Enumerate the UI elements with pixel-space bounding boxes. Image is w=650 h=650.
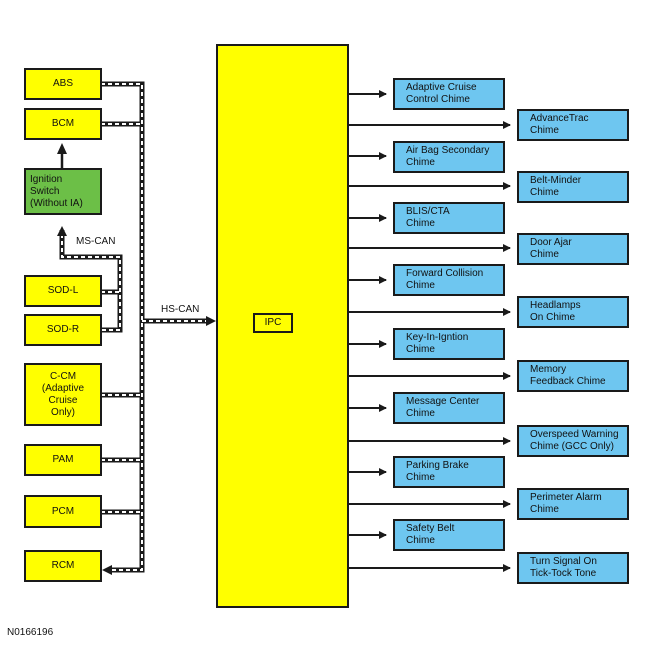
- sod-l-label: SOD-L: [47, 285, 79, 296]
- sod-r-label: SOD-R: [46, 324, 80, 335]
- chime-label: Air Bag Secondary Chime: [406, 145, 490, 168]
- chime-label: Parking Brake Chime: [406, 460, 469, 483]
- rcm-module: RCM: [24, 550, 102, 582]
- ms-can-label: MS-CAN: [76, 236, 116, 247]
- chime-label: Door Ajar Chime: [530, 237, 572, 260]
- chime-box-right: Perimeter Alarm Chime: [517, 488, 629, 520]
- chime-label: Belt-Minder Chime: [530, 175, 582, 198]
- hs-can-label: HS-CAN: [161, 304, 200, 315]
- chime-box-left: Forward Collision Chime: [393, 264, 505, 296]
- pam-label: PAM: [52, 454, 74, 465]
- ignition-switch-module: Ignition Switch (Without IA): [24, 168, 102, 215]
- pcm-module: PCM: [24, 495, 102, 528]
- chime-box-right: Headlamps On Chime: [517, 296, 629, 328]
- bcm-module: BCM: [24, 108, 102, 140]
- ms-can-bus: [57, 226, 123, 333]
- chime-box-left: Safety Belt Chime: [393, 519, 505, 551]
- chime-box-left: Air Bag Secondary Chime: [393, 141, 505, 173]
- pam-module: PAM: [24, 444, 102, 476]
- chime-box-left: Adaptive Cruise Control Chime: [393, 78, 505, 110]
- abs-label: ABS: [52, 78, 73, 89]
- chime-box-left: BLIS/CTA Chime: [393, 202, 505, 234]
- chime-output-lines: [348, 90, 511, 572]
- ignition-to-bcm-arrow: [57, 143, 67, 168]
- chime-box-right: Belt-Minder Chime: [517, 171, 629, 203]
- sod-l-module: SOD-L: [24, 275, 102, 307]
- chime-box-right: Door Ajar Chime: [517, 233, 629, 265]
- chime-box-right: Overspeed Warning Chime (GCC Only): [517, 425, 629, 457]
- rcm-label: RCM: [51, 560, 75, 571]
- chime-label: Key-In-Igntion Chime: [406, 332, 469, 355]
- bcm-label: BCM: [51, 118, 75, 129]
- chime-label: Overspeed Warning Chime (GCC Only): [530, 429, 619, 452]
- chime-label: Perimeter Alarm Chime: [530, 492, 602, 515]
- chime-label: Message Center Chime: [406, 396, 480, 419]
- chime-box-right: Memory Feedback Chime: [517, 360, 629, 392]
- chime-box-right: Turn Signal On Tick-Tock Tone: [517, 552, 629, 584]
- sod-r-module: SOD-R: [24, 314, 102, 346]
- c-cm-module: C-CM (Adaptive Cruise Only): [24, 363, 102, 426]
- chime-label: Adaptive Cruise Control Chime: [406, 82, 477, 105]
- chime-label: BLIS/CTA Chime: [406, 206, 450, 229]
- chime-box-left: Message Center Chime: [393, 392, 505, 424]
- c-cm-label: C-CM (Adaptive Cruise Only): [41, 370, 85, 418]
- chime-label: Forward Collision Chime: [406, 268, 484, 291]
- chime-label: AdvanceTrac Chime: [530, 113, 589, 136]
- abs-module: ABS: [24, 68, 102, 100]
- figure-id: N0166196: [7, 627, 54, 638]
- hs-can-bus: [101, 81, 216, 575]
- chime-label: Turn Signal On Tick-Tock Tone: [530, 556, 597, 579]
- chime-label: Headlamps On Chime: [530, 300, 581, 323]
- chime-label: Memory Feedback Chime: [530, 364, 606, 387]
- chime-label: Safety Belt Chime: [406, 523, 455, 546]
- chime-box-left: Parking Brake Chime: [393, 456, 505, 488]
- ipc-label-box: IPC: [253, 313, 293, 333]
- pcm-label: PCM: [51, 505, 75, 517]
- chime-box-left: Key-In-Igntion Chime: [393, 328, 505, 360]
- chime-box-right: AdvanceTrac Chime: [517, 109, 629, 141]
- ipc-label: IPC: [264, 317, 282, 328]
- ignition-switch-label: Ignition Switch (Without IA): [30, 173, 83, 209]
